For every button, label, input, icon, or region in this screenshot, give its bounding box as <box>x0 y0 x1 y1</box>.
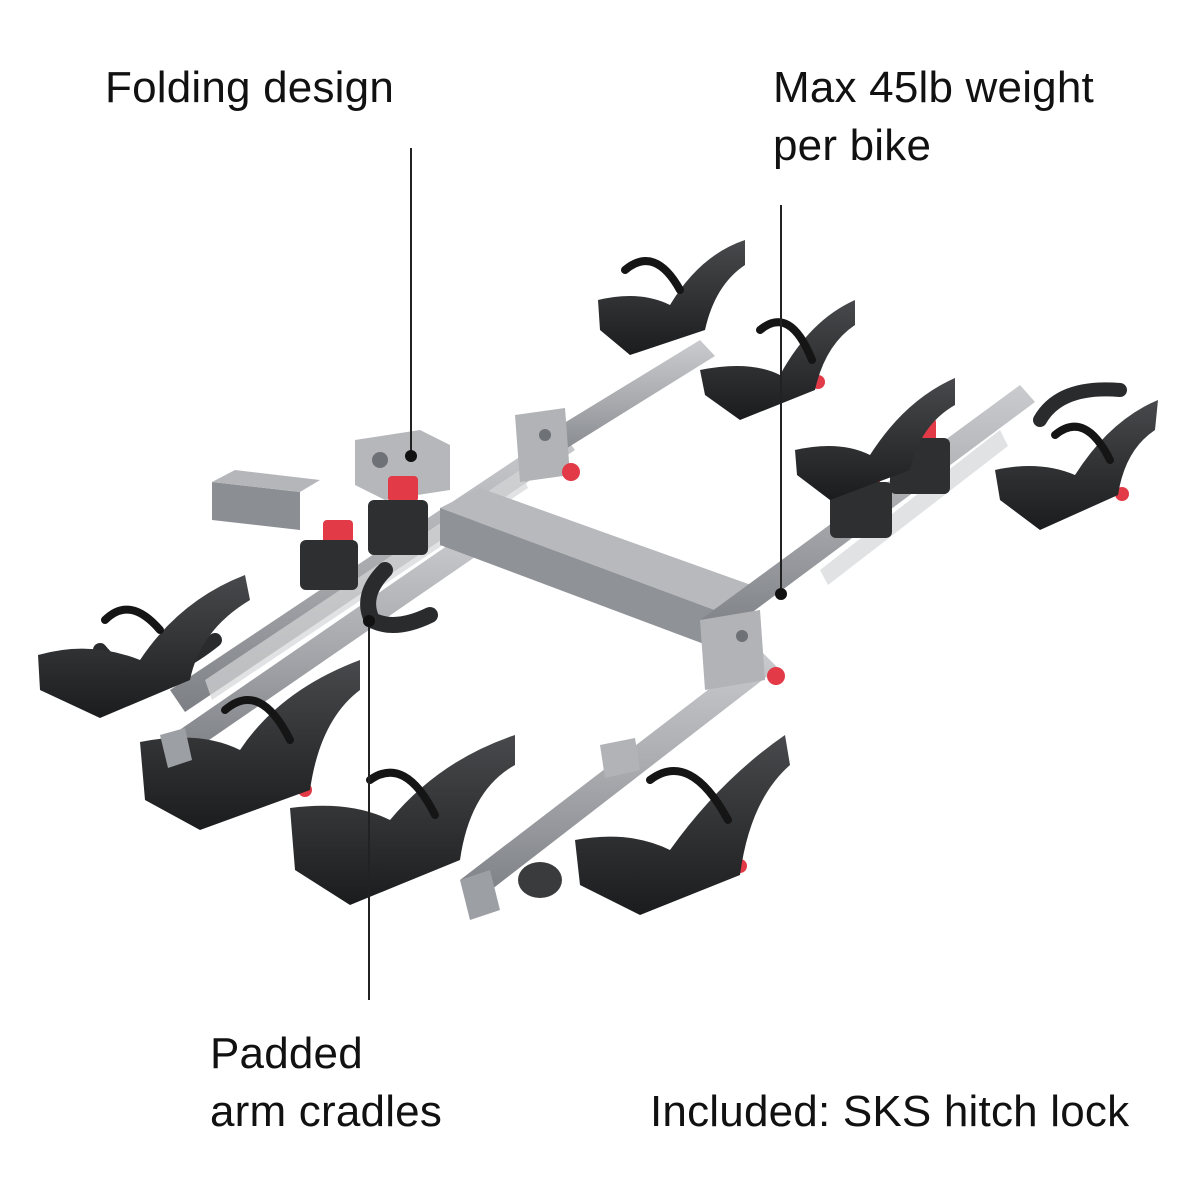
weight-callout-dot <box>775 588 787 600</box>
padded-cradles-label: Padded arm cradles <box>210 1025 442 1141</box>
hitch-tube <box>212 470 320 530</box>
cradle-callout-dot <box>363 615 375 627</box>
ratchet-blocks <box>300 438 950 590</box>
end-caps <box>160 728 562 920</box>
cradle-callout-line <box>368 620 370 1000</box>
weight-label-line-2: per bike <box>773 121 932 170</box>
included-value: SKS hitch lock <box>830 1087 1130 1136</box>
included-label: Included: SKS hitch lock <box>650 1083 1129 1141</box>
padded-cradles <box>38 240 1158 915</box>
front-bar-right <box>460 650 778 900</box>
mast-plate <box>355 430 450 500</box>
upper-back-bar <box>520 340 715 468</box>
weight-label-line-1: Max 45lb weight <box>773 63 1094 112</box>
folding-callout-dot <box>405 450 417 462</box>
folding-callout-line <box>410 148 412 458</box>
folding-design-label: Folding design <box>105 63 394 112</box>
included-heading: Included: <box>650 1087 831 1136</box>
weight-callout-line <box>780 205 782 595</box>
bracket-plates <box>515 408 765 778</box>
center-crossbeam <box>440 488 765 650</box>
padded-label-line-1: Padded <box>210 1029 363 1078</box>
padded-label-line-2: arm cradles <box>210 1087 443 1136</box>
weight-label: Max 45lb weight per bike <box>773 59 1094 175</box>
straps <box>101 257 1114 824</box>
